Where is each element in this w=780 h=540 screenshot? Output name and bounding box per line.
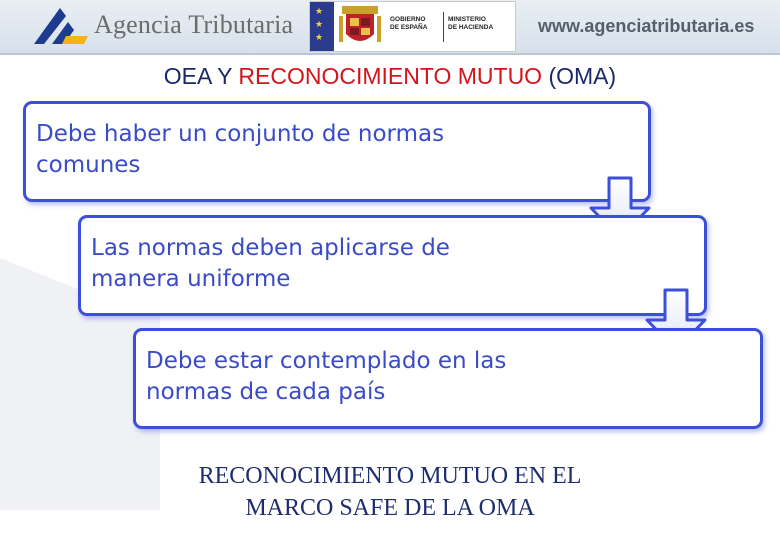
step-3-line-2: normas de cada país	[146, 379, 386, 405]
government-logo: ★★★ GOBIERNO DE ESPAÑA MINISTERIO DE HAC…	[309, 1, 516, 52]
step-text-1: Debe haber un conjunto de normas comunes	[36, 119, 444, 181]
step-2-line-2: manera uniforme	[91, 266, 291, 292]
step-box-3	[133, 328, 763, 429]
title-part1: OEA Y	[163, 63, 239, 89]
caption: RECONOCIMIENTO MUTUO EN EL MARCO SAFE DE…	[0, 460, 780, 524]
agency-name: Agencia Tributaria	[94, 10, 294, 39]
step-2-line-1: Las normas deben aplicarse de	[91, 235, 450, 261]
agency-logo-icon	[34, 8, 88, 44]
gov-label-ministerio: MINISTERIO DE HACIENDA	[448, 16, 494, 31]
header-divider	[0, 53, 780, 55]
step-text-2: Las normas deben aplicarse de manera uni…	[91, 233, 450, 295]
title-accent: RECONOCIMIENTO MUTUO	[238, 63, 543, 89]
step-1-line-2: comunes	[36, 152, 141, 178]
step-1-line-1: Debe haber un conjunto de normas	[36, 121, 445, 147]
step-3-line-1: Debe estar contemplado en las	[146, 348, 507, 374]
title-part2: (OMA)	[542, 63, 617, 89]
page-title: OEA Y RECONOCIMIENTO MUTUO (OMA)	[0, 63, 780, 90]
caption-line-1: RECONOCIMIENTO MUTUO EN EL	[198, 463, 582, 489]
caption-line-2: MARCO SAFE DE LA OMA	[245, 495, 535, 521]
step-text-3: Debe estar contemplado en las normas de …	[146, 346, 506, 408]
step-box-1	[23, 101, 651, 202]
spain-flag-icon: ★★★	[310, 2, 334, 51]
gov-label-gobierno: GOBIERNO DE ESPAÑA	[390, 16, 428, 31]
royal-shield-icon	[339, 6, 381, 42]
website-url: www.agenciatributaria.es	[538, 16, 755, 36]
site-header: Agencia Tributaria ★★★ GOBIERNO DE ESPAÑ…	[0, 0, 780, 55]
step-box-2	[78, 215, 707, 316]
gov-separator	[443, 12, 444, 42]
